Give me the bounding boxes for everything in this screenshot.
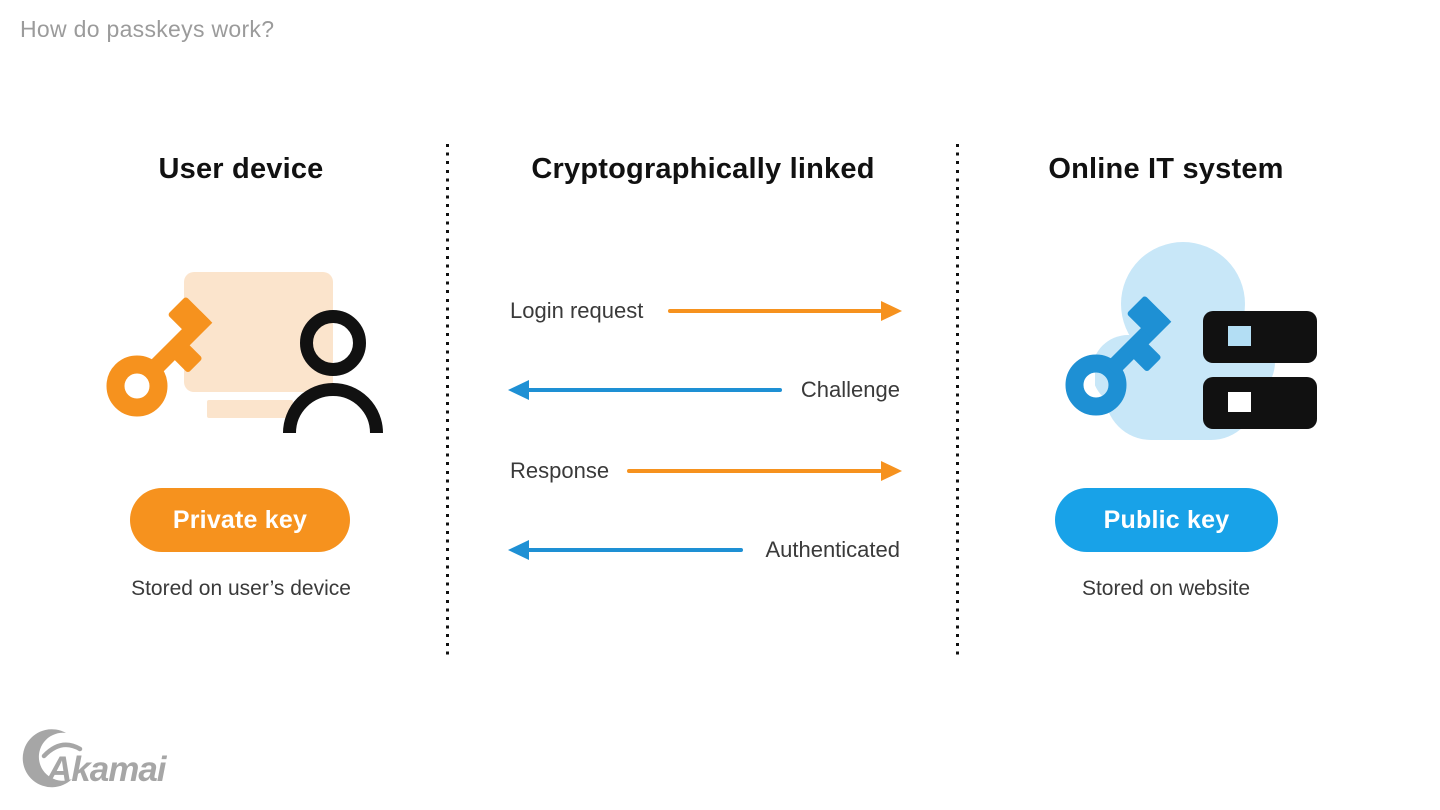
arrow-line-authenticated [527, 548, 743, 552]
server-icon [1203, 311, 1317, 363]
server-drive-light [1228, 392, 1251, 412]
message-label-challenge: Challenge [800, 377, 900, 402]
arrow-left-icon [508, 540, 529, 560]
message-label-response: Response [510, 458, 610, 483]
arrow-line-response [627, 469, 882, 473]
header-crypto-linked: Cryptographically linked [531, 153, 875, 185]
arrow-line-challenge [527, 388, 782, 392]
brand-logo-text: Akamai [47, 750, 167, 789]
public-key-badge: Public key [1055, 488, 1278, 552]
arrow-left-icon [508, 380, 529, 400]
server-drive-light [1228, 326, 1251, 346]
private-key-icon [106, 297, 213, 417]
caption-private-key: Stored on user’s device [131, 577, 351, 600]
header-online-system: Online IT system [1048, 153, 1284, 185]
message-label-authenticated: Authenticated [765, 537, 900, 562]
user-icon [283, 310, 383, 434]
arrow-line-login-request [668, 309, 882, 313]
server-icon [1203, 377, 1317, 429]
device-stand-icon [207, 400, 293, 418]
message-label-login-request: Login request [510, 298, 644, 323]
caption-public-key: Stored on website [1081, 577, 1251, 600]
page-title: How do passkeys work? [20, 16, 275, 42]
header-user-device: User device [158, 153, 324, 185]
arrow-right-icon [881, 461, 902, 481]
public-key-icon [1065, 296, 1172, 416]
private-key-badge: Private key [130, 488, 350, 552]
dotted-divider-left [446, 144, 449, 656]
akamai-swoosh-icon [22, 729, 83, 788]
arrow-right-icon [881, 301, 902, 321]
dotted-divider-right [956, 144, 959, 656]
